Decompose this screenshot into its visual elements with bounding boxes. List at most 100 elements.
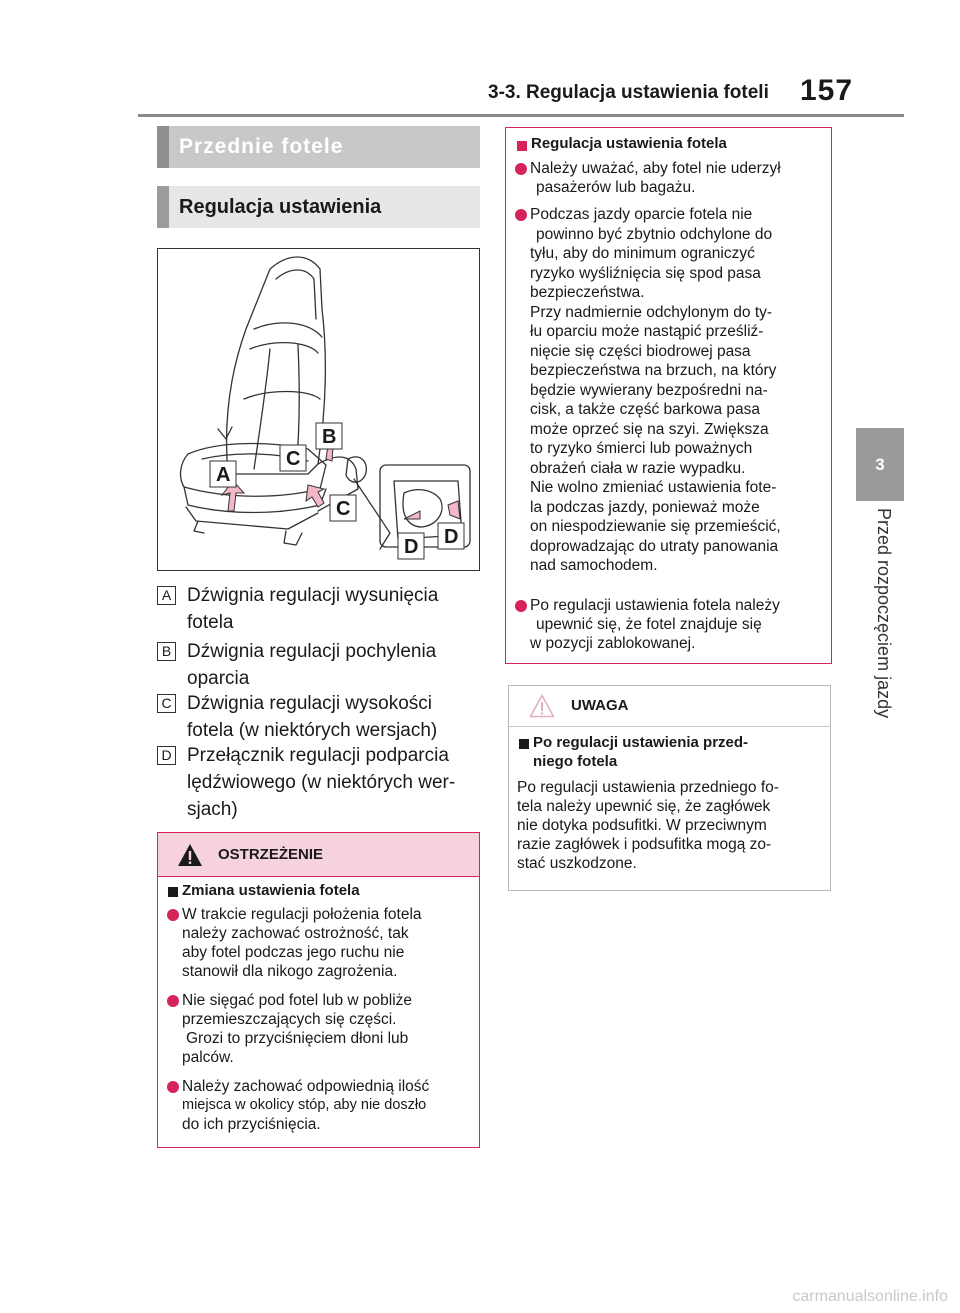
figure-label-a: A xyxy=(216,464,230,486)
info-text: upewnić się, że fotel znajduje się xyxy=(536,616,762,633)
warning-triangle-icon xyxy=(178,844,202,866)
warning-box: OSTRZEŻENIE Zmiana ustawienia fotela W t… xyxy=(157,832,480,1148)
info-text: będzie wywierany bezpośredni na- xyxy=(530,381,768,399)
warning-text: Grozi to przyciśnięciem dłoni lub xyxy=(186,1030,409,1047)
figure-label-c2: C xyxy=(336,498,350,520)
caution-header: UWAGA xyxy=(509,686,830,727)
figure-label-c1-box xyxy=(279,444,307,472)
caution-heading: UWAGA xyxy=(571,697,629,714)
warning-text: palców. xyxy=(182,1049,234,1066)
legend-line: fotela (w niektórych wersjach) xyxy=(187,720,438,741)
warning-text: aby fotel podczas jego ruchu nie xyxy=(182,944,405,961)
caution-text: Po regulacji ustawienia przedniego fo- xyxy=(517,779,779,796)
info-text: doprowadzając do utraty panowania xyxy=(530,537,779,555)
info-text: nięcie się części biodrowej pasa xyxy=(530,342,751,360)
page-number: 157 xyxy=(800,74,854,107)
chapter-tab xyxy=(856,428,904,501)
legend-line: sjach) xyxy=(187,799,238,820)
footer-watermark: carmanualsonline.info xyxy=(792,1288,948,1305)
info-text: pasażerów lub bagażu. xyxy=(536,179,696,196)
figure-label-d1: D xyxy=(404,536,418,558)
warning-text: Nie sięgać pod fotel lub w pobliże xyxy=(182,992,413,1009)
bullet-dot xyxy=(167,1081,179,1093)
figure-label-d2: D xyxy=(444,526,458,548)
warning-subheading: Zmiana ustawienia fotela xyxy=(182,882,360,899)
legend-line: Dźwignia regulacji pochylenia xyxy=(187,641,437,662)
info-text: la podczas jazdy, ponieważ może xyxy=(530,498,760,516)
square-marker xyxy=(168,887,178,897)
chapter-tab-title: Przed rozpoczęciem jazdy xyxy=(874,508,894,719)
subsection-title: Regulacja ustawienia xyxy=(157,186,480,228)
caution-subheading: niego fotela xyxy=(533,753,618,770)
figure-label-c1: C xyxy=(286,448,300,470)
info-text: może oprzeć się na szyi. Zwiększa xyxy=(530,420,769,438)
figure-label-b: B xyxy=(322,426,336,448)
info-text: Należy uważać, aby fotel nie uderzył xyxy=(530,160,781,177)
bullet-dot xyxy=(167,909,179,921)
info-text: bezpieczeństwa na brzuch, na który xyxy=(530,362,777,379)
info-text: Po regulacji ustawienia fotela należy xyxy=(530,597,780,614)
seat-illustration: A B C C D D xyxy=(179,256,471,560)
caution-text: tela należy upewnić się, że zagłówek xyxy=(517,798,771,815)
legend-text: Dźwignia regulacji pochylenia oparcia xyxy=(187,638,487,692)
figure-label-c2-box xyxy=(329,494,357,522)
info-text: Przy nadmiernie odchylonym do ty- xyxy=(530,303,773,321)
caution-text: razie zagłówek i podsufitka mogą zo- xyxy=(517,836,772,853)
warning-heading: OSTRZEŻENIE xyxy=(218,846,324,863)
info-text: tyłu, aby do minimum ograniczyć xyxy=(530,245,755,262)
seat-figure: A B C C D D xyxy=(157,248,480,571)
legend-line: Dźwignia regulacji wysokości xyxy=(187,693,432,714)
caution-text: stać uszkodzone. xyxy=(517,855,637,872)
legend-line: oparcia xyxy=(187,668,250,689)
warning-text: do ich przyciśnięcia. xyxy=(182,1116,321,1133)
legend-badge: B xyxy=(157,642,176,661)
info-text: to ryzyko śmierci lub poważnych xyxy=(530,440,753,457)
legend-badge: D xyxy=(157,746,176,765)
warning-text: W trakcie regulacji położenia fotela xyxy=(182,906,422,923)
legend-badge: A xyxy=(157,586,176,605)
info-text: obrażeń ciała w razie wypadku. xyxy=(530,459,746,477)
info-text: nad samochodem. xyxy=(530,557,658,574)
bullet-dot xyxy=(515,209,527,221)
chapter-tab-number: 3 xyxy=(875,455,885,474)
figure-label-d1-box xyxy=(397,532,425,560)
bullet-dot xyxy=(515,163,527,175)
figure-label-b-box xyxy=(315,422,343,450)
legend-line: fotela xyxy=(187,612,234,633)
warning-text: stanowił dla nikogo zagrożenia. xyxy=(182,963,398,980)
caution-subheading: Po regulacji ustawienia przed- xyxy=(533,734,749,751)
square-marker xyxy=(517,141,527,151)
legend-text: Dźwignia regulacji wysunięcia fotela xyxy=(187,582,487,636)
caution-box: UWAGA Po regulacji ustawienia przed- nie… xyxy=(508,685,831,891)
info-text: Podczas jazdy oparcie fotela nie xyxy=(530,206,753,223)
info-text: Nie wolno zmieniać ustawienia fote- xyxy=(530,479,777,496)
caution-text: nie dotyka podsufitki. W przeciwnym xyxy=(517,817,767,834)
warning-text: przemieszczających się części. xyxy=(182,1011,397,1028)
legend-text: Przełącznik regulacji podparcia lędźwiow… xyxy=(187,742,487,823)
warning-text: należy zachować ostrożność, tak xyxy=(182,925,409,942)
figure-label-a-box xyxy=(209,460,237,488)
info-text: powinno być zbytnio odchylone do xyxy=(536,225,773,243)
info-text: cisk, a także część barkowa pasa xyxy=(530,401,761,418)
warning-text: miejsca w okolicy stóp, aby nie doszło xyxy=(182,1097,427,1113)
warning-text: Należy zachować odpowiednią ilość xyxy=(182,1078,430,1095)
warning-header: OSTRZEŻENIE xyxy=(158,833,479,877)
figure-label-d2-box xyxy=(437,522,465,550)
header-rule xyxy=(138,114,904,117)
info-text: on niespodziewanie się przemieścić, xyxy=(530,518,781,535)
section-title: Przednie fotele xyxy=(157,126,480,168)
caution-triangle-icon xyxy=(529,694,555,718)
legend-text: Dźwignia regulacji wysokości fotela (w n… xyxy=(187,690,487,744)
legend-line: Dźwignia regulacji wysunięcia xyxy=(187,585,439,606)
info-subheading: Regulacja ustawienia fotela xyxy=(531,135,727,152)
info-text: łu oparciu może nastąpić prześliź- xyxy=(530,323,764,340)
legend-badge: C xyxy=(157,694,176,713)
bullet-dot xyxy=(167,995,179,1007)
legend-line: lędźwiowego (w niektórych wer- xyxy=(187,772,456,793)
square-marker xyxy=(519,739,529,749)
info-text: w pozycji zablokowanej. xyxy=(530,635,696,652)
legend-line: Przełącznik regulacji podparcia xyxy=(187,745,449,766)
info-box: Regulacja ustawienia fotela Należy uważa… xyxy=(505,127,832,664)
running-header-section: 3-3. Regulacja ustawienia foteli xyxy=(488,82,769,103)
info-text: ryzyko wyśliźnięcia się spod pasa xyxy=(530,264,761,282)
